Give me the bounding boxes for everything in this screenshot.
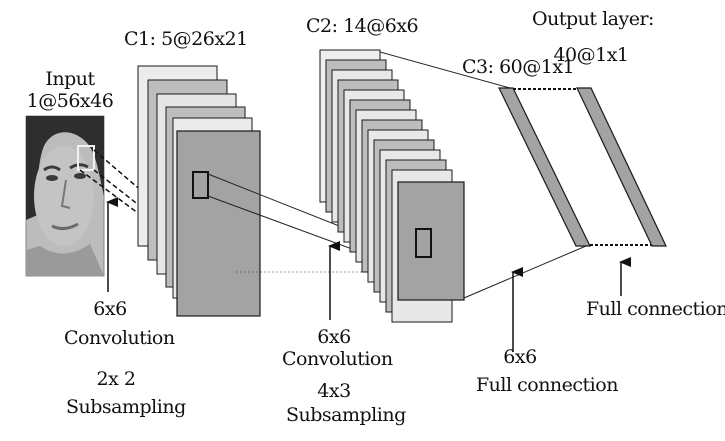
step1-pool-size-label: 2x 2 (96, 368, 136, 390)
step2-subsampling-label: Subsampling (286, 404, 406, 426)
input-label: Input (45, 68, 95, 90)
step1-kernel-label: 6x6 (93, 298, 127, 320)
step2-pool-size-label: 4x3 (317, 380, 351, 402)
output-layer-bar (576, 87, 667, 247)
step2-kernel-label: 6x6 (317, 326, 351, 348)
c3-layer-bar (498, 87, 591, 247)
step2-convolution-label: Convolution (282, 348, 393, 370)
step3-full-connection-label: Full connection (476, 374, 618, 396)
output-size-label: 40@1x1 (553, 44, 629, 66)
c2-label: C2: 14@6x6 (306, 15, 419, 37)
c2-feature-maps (319, 49, 465, 323)
input-size-label: 1@56x46 (26, 90, 114, 112)
c3-to-output-connection (513, 88, 652, 246)
c2-to-c3-projection (379, 51, 587, 299)
step4-full-connection-label: Full connection (586, 298, 725, 320)
c1-feature-maps (137, 65, 261, 317)
input-face-image (25, 115, 105, 277)
arrows (106, 197, 631, 352)
c3-label: C3: 60@1x1 (462, 56, 575, 78)
c1-label: C1: 5@26x21 (124, 28, 248, 50)
output-layer-label: Output layer: (532, 8, 654, 30)
step1-subsampling-label: Subsampling (66, 396, 186, 418)
step1-convolution-label: Convolution (64, 327, 175, 349)
step3-kernel-label: 6x6 (503, 346, 537, 368)
